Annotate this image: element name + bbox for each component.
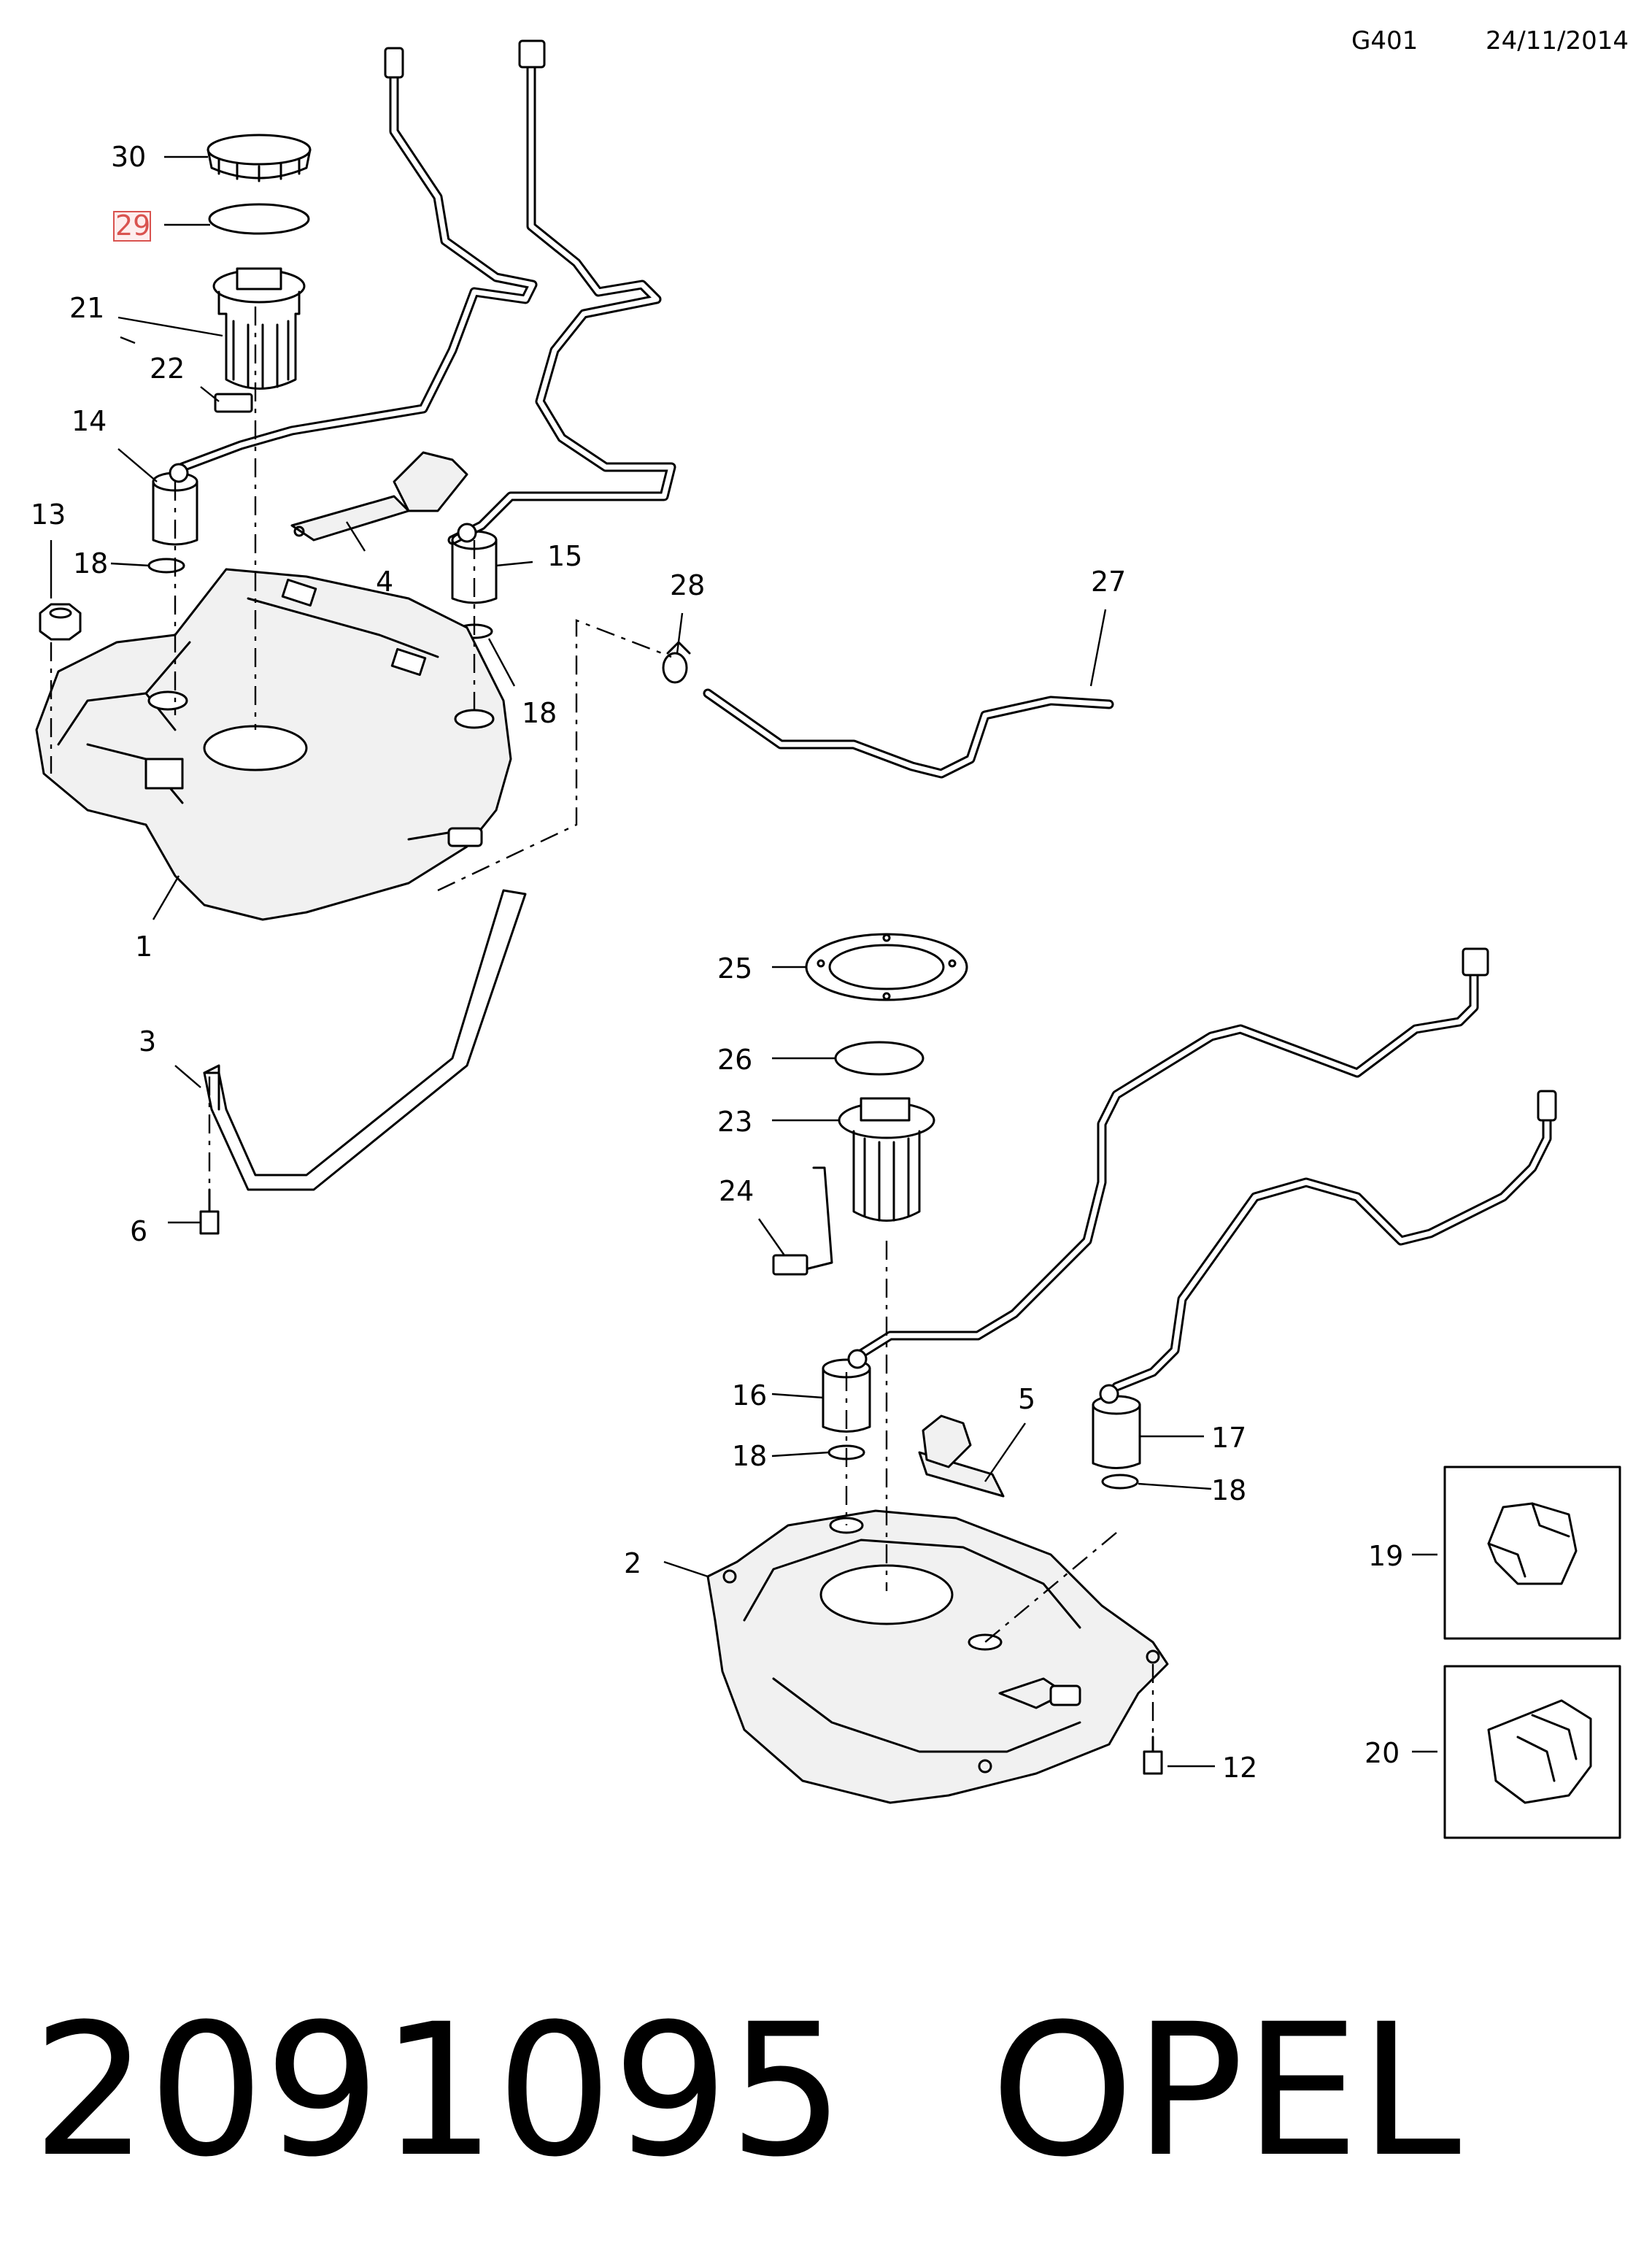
part-21-fuel-pump — [212, 267, 306, 390]
callout-13: 13 — [31, 498, 66, 531]
part-25-flange-gasket — [805, 933, 968, 1001]
callout-21: 21 — [69, 292, 104, 324]
part-29-seal — [208, 203, 310, 235]
part-4-bracket — [290, 451, 468, 542]
part-17-connector — [1092, 1384, 1141, 1469]
part-12-screw — [1143, 1736, 1163, 1775]
callout-23: 23 — [717, 1106, 752, 1138]
part-1-fuel-tank — [35, 568, 512, 921]
callout-16: 16 — [732, 1379, 767, 1412]
callout-28: 28 — [670, 569, 705, 601]
part-14-connector — [152, 463, 198, 546]
part-27-vent-hose — [703, 688, 1114, 779]
part-18-o-ring — [147, 558, 185, 574]
callout-27: 27 — [1091, 566, 1126, 598]
callout-18: 18 — [73, 547, 108, 579]
callout-17: 17 — [1211, 1422, 1246, 1454]
callout-19: 19 — [1368, 1540, 1403, 1572]
callout-14: 14 — [72, 405, 107, 437]
part-13-nut — [39, 603, 82, 641]
callout-18: 18 — [522, 697, 557, 729]
part-15-connector — [451, 523, 498, 604]
upper-fuel-pipes — [177, 39, 676, 545]
callout-25: 25 — [717, 952, 752, 985]
callout-4: 4 — [376, 566, 393, 598]
callout-3: 3 — [139, 1025, 156, 1058]
diagram-date: 24/11/2014 — [1486, 26, 1629, 55]
part-19-clip-box — [1443, 1466, 1621, 1640]
callout-18: 18 — [1211, 1474, 1246, 1506]
part-3-tank-strap — [203, 889, 527, 1191]
callout-18: 18 — [732, 1440, 767, 1472]
callout-22: 22 — [150, 353, 185, 385]
part-2-fuel-tank — [706, 1509, 1169, 1804]
brand-name: OPEL — [990, 1984, 1462, 2197]
part-16-connector — [822, 1349, 871, 1433]
part-5-bracket — [918, 1414, 1005, 1498]
part-22-level-sensor — [214, 393, 253, 413]
part-28-hose-clamp — [662, 641, 691, 684]
part-number: 2091095 — [32, 1984, 845, 2197]
part-18-o-ring — [1101, 1474, 1139, 1490]
callout-24: 24 — [719, 1175, 754, 1207]
callout-6: 6 — [130, 1215, 147, 1247]
part-30-locking-ring — [206, 134, 312, 182]
callout-5: 5 — [1018, 1383, 1035, 1415]
callout-15: 15 — [547, 540, 582, 572]
part-6-screw — [199, 1188, 220, 1235]
callout-20: 20 — [1365, 1737, 1400, 1769]
lower-fuel-pipes — [856, 947, 1557, 1392]
callout-30: 30 — [111, 141, 146, 173]
part-20-clip-box — [1443, 1665, 1621, 1839]
callout-29: 29 — [115, 209, 150, 242]
callout-26: 26 — [717, 1044, 752, 1076]
part-24-level-sensor — [772, 1166, 833, 1276]
callout-29-highlight — [113, 211, 151, 242]
leader-lines — [50, 155, 1437, 1768]
diagram-code: G401 — [1351, 26, 1419, 55]
part-23-fuel-pump — [838, 1097, 935, 1222]
callout-labels: 30 29 21 22 14 13 18 4 15 18 28 27 1 3 6… — [31, 141, 1403, 1784]
callout-2: 2 — [624, 1547, 641, 1579]
exploded-parts-diagram: 30 29 21 22 14 13 18 4 15 18 28 27 1 3 6… — [31, 39, 1621, 1839]
callout-12: 12 — [1222, 1752, 1257, 1784]
callout-1: 1 — [135, 931, 153, 963]
part-26-seal — [834, 1041, 925, 1076]
